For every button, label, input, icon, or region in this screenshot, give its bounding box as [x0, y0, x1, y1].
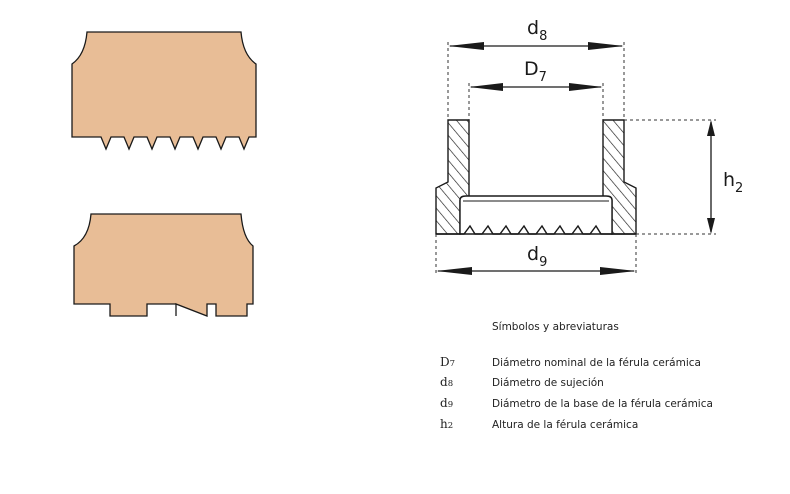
- dim-h2: h2: [707, 120, 743, 234]
- section-drawing: d8 D7 h2 d9: [435, 17, 743, 275]
- legend-symbol: h2: [440, 417, 453, 431]
- extension-lines: [435, 42, 716, 274]
- ferrule-toothed: [71, 31, 257, 151]
- legend: Símbolos y abreviaturas D7 Diámetro nomi…: [440, 321, 713, 431]
- ferrule-toothed-body: [71, 31, 257, 151]
- dim-D7-label: D7: [524, 58, 547, 85]
- legend-row: h2 Altura de la férula cerámica: [440, 417, 638, 431]
- legend-description: Altura de la férula cerámica: [492, 419, 638, 431]
- legend-row: d9 Diámetro de la base de la férula cerá…: [440, 396, 713, 410]
- ferrule-notched-body: [73, 213, 254, 317]
- legend-description: Diámetro de la base de la férula cerámic…: [492, 398, 713, 410]
- dim-d9-label: d9: [527, 243, 547, 270]
- legend-symbol: d9: [440, 396, 453, 410]
- legend-symbol: d8: [440, 375, 453, 389]
- dim-d8-label: d8: [527, 17, 547, 44]
- section-base: [459, 195, 613, 235]
- dim-d9: d9: [436, 243, 636, 275]
- legend-description: Diámetro de sujeción: [492, 377, 604, 389]
- legend-title: Símbolos y abreviaturas: [492, 321, 619, 333]
- dim-h2-label: h2: [723, 169, 743, 196]
- ferrule-notched: [73, 213, 254, 317]
- legend-row: d8 Diámetro de sujeción: [440, 375, 604, 389]
- dim-d8: d8: [448, 17, 624, 50]
- legend-description: Diámetro nominal de la férula cerámica: [492, 357, 701, 369]
- legend-row: D7 Diámetro nominal de la férula cerámic…: [440, 355, 701, 369]
- dim-D7: D7: [469, 58, 603, 91]
- legend-symbol: D7: [440, 355, 455, 369]
